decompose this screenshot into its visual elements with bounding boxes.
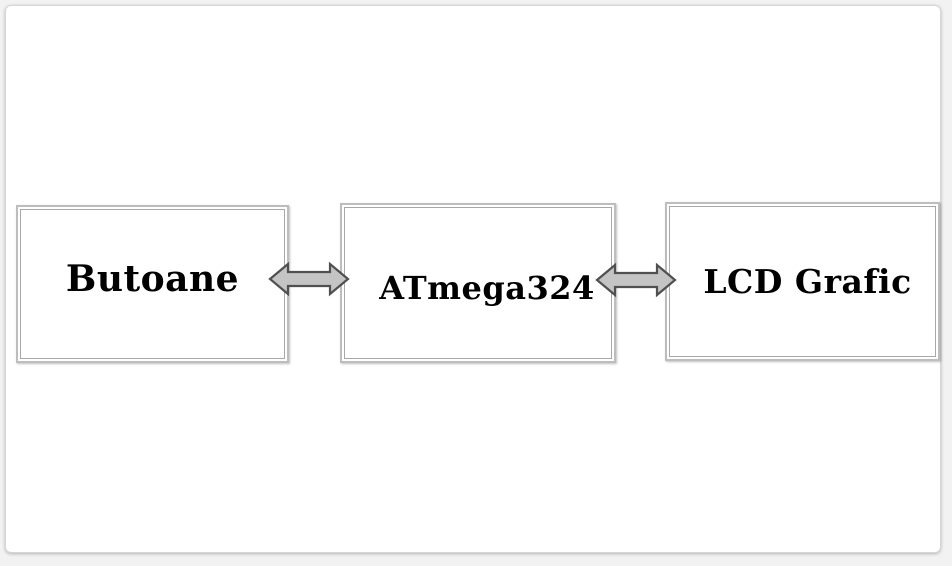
- block-butoane: Butoane: [16, 205, 289, 363]
- block-label-atmega324: ATmega324: [379, 269, 595, 307]
- diagram-frame: Butoane ATmega324 LCD Grafic: [5, 5, 941, 553]
- block-label-butoane: Butoane: [65, 258, 240, 300]
- block-lcd-grafic: LCD Grafic: [665, 202, 940, 361]
- block-atmega324: ATmega324: [340, 203, 616, 363]
- block-label-lcd-grafic: LCD Grafic: [703, 262, 912, 301]
- double-arrow-icon: [268, 261, 350, 297]
- double-arrow-icon: [595, 262, 677, 298]
